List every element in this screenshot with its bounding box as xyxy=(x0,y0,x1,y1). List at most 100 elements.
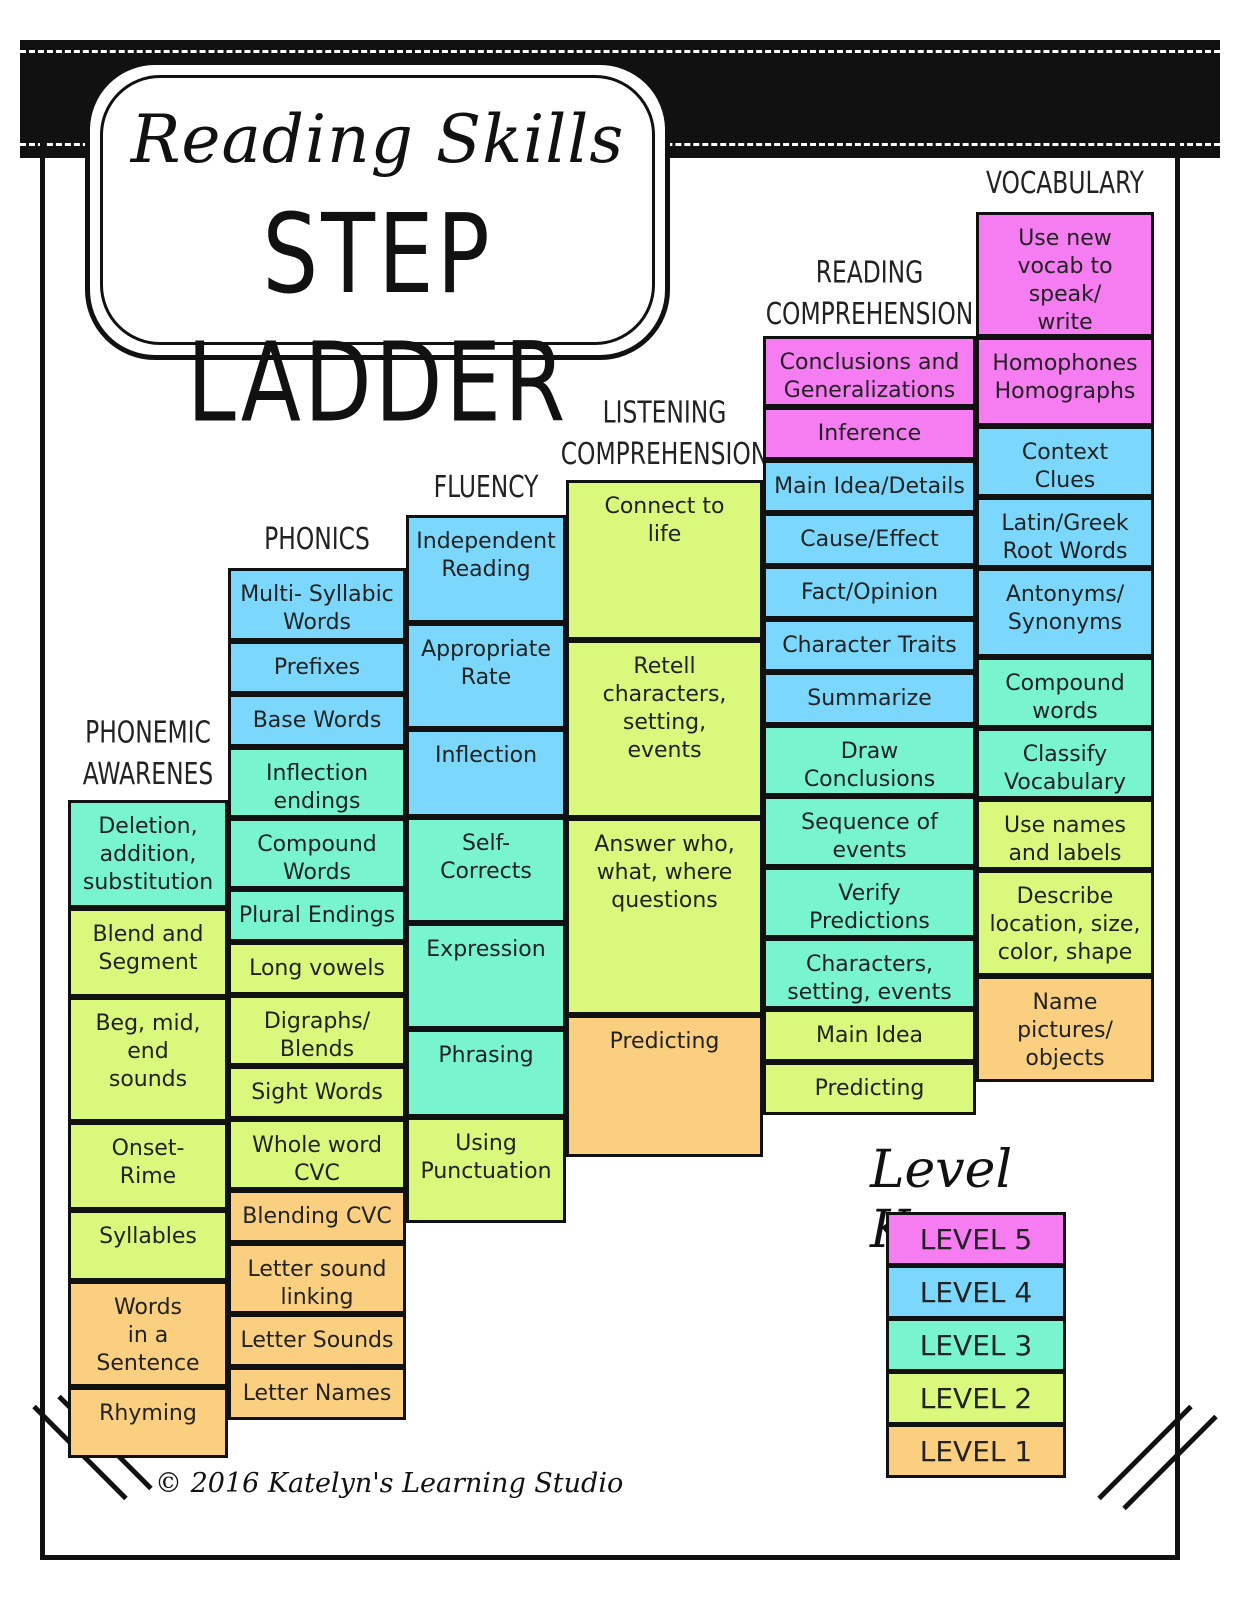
column-header: PHONICS xyxy=(264,522,370,558)
skill-label: Inference xyxy=(817,421,922,446)
skill-label: Digraphs/Blends xyxy=(263,1009,371,1062)
skill-cell: Characters,setting, events xyxy=(763,938,976,1009)
skill-cell: Base Words xyxy=(228,694,406,747)
skill-cell: Fact/Opinion xyxy=(763,566,976,619)
skill-label: Main Idea xyxy=(816,1023,923,1048)
skill-label: Expression xyxy=(426,937,546,962)
skill-cell: Predicting xyxy=(566,1015,763,1157)
skill-cell: Summarize xyxy=(763,672,976,725)
skill-cell: Letter Sounds xyxy=(228,1314,406,1367)
title-frame: Reading Skills STEP LADDER xyxy=(85,60,670,447)
level-key-item: LEVEL 2 xyxy=(886,1371,1066,1425)
skill-cell: Inference xyxy=(763,407,976,460)
level-key-item: LEVEL 1 xyxy=(886,1424,1066,1478)
skill-label: Characters,setting, events xyxy=(787,952,952,1005)
skill-cell: Phrasing xyxy=(406,1029,566,1117)
skill-label: Letter Sounds xyxy=(240,1328,394,1353)
skill-label: Plural Endings xyxy=(238,903,396,928)
level-key-item: LEVEL 3 xyxy=(886,1318,1066,1372)
skill-label: Predicting xyxy=(814,1076,925,1101)
skill-label: Onset-Rime xyxy=(111,1136,185,1189)
skill-cell: Rhyming xyxy=(68,1387,228,1458)
skill-cell: Main Idea xyxy=(763,1009,976,1062)
skill-label: Summarize xyxy=(807,686,932,711)
skill-cell: Sight Words xyxy=(228,1066,406,1119)
skill-cell: Prefixes xyxy=(228,641,406,694)
skill-label: Long vowels xyxy=(249,956,385,981)
ribbon-stitch-top xyxy=(20,50,1220,53)
skill-label: Base Words xyxy=(252,708,382,733)
skill-label: Main Idea/Details xyxy=(774,474,965,499)
skill-cell: Self-Corrects xyxy=(406,817,566,923)
skill-cell: Expression xyxy=(406,923,566,1029)
skill-label: Letter Names xyxy=(242,1381,392,1406)
skill-label: Rhyming xyxy=(99,1401,197,1426)
level-key-item: LEVEL 5 xyxy=(886,1212,1066,1266)
level-key-item: LEVEL 4 xyxy=(886,1265,1066,1319)
skill-cell: Inflection xyxy=(406,729,566,817)
skill-label: Deletion,addition,substitution xyxy=(82,814,214,895)
skill-label: Blending CVC xyxy=(242,1204,392,1229)
skill-label: Cause/Effect xyxy=(800,527,939,552)
title-script: Reading Skills xyxy=(130,101,625,178)
skill-cell: Blending CVC xyxy=(228,1190,406,1243)
skill-cell: Predicting xyxy=(763,1062,976,1115)
skill-cell: Onset-Rime xyxy=(68,1122,228,1210)
skill-label: Phrasing xyxy=(438,1043,534,1068)
skill-cell: Main Idea/Details xyxy=(763,460,976,513)
skill-label: Inflection xyxy=(434,743,538,768)
skill-label: Character Traits xyxy=(782,633,957,658)
skill-cell: Plural Endings xyxy=(228,889,406,942)
skill-cell: Long vowels xyxy=(228,942,406,995)
skill-label: Antonyms/Synonyms xyxy=(1005,582,1125,635)
column-header: FLUENCY xyxy=(433,470,539,506)
copyright: © 2016 Katelyn's Learning Studio xyxy=(155,1468,624,1499)
